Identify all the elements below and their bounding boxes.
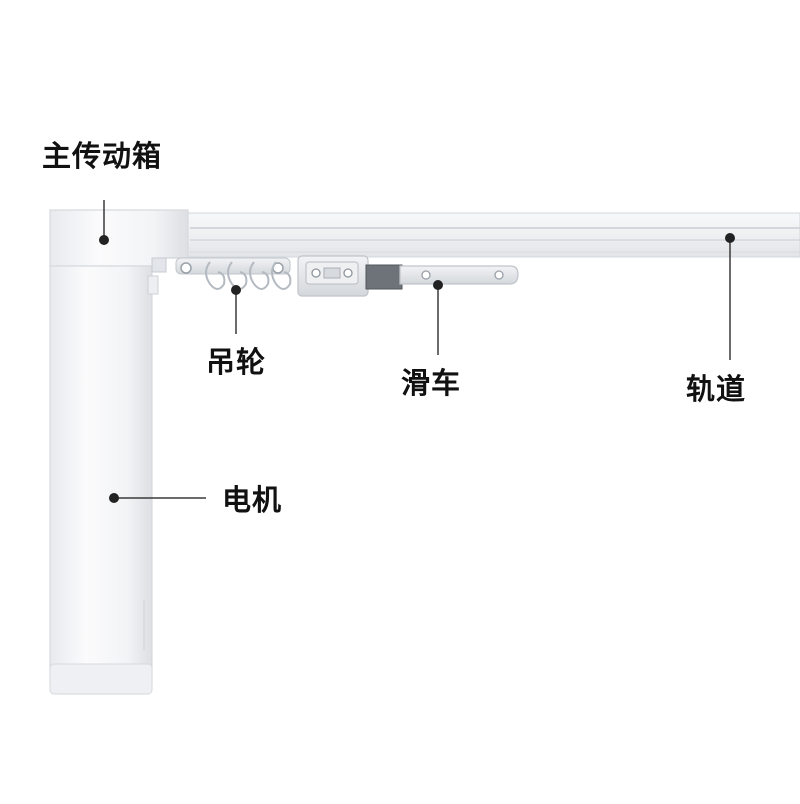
leader-dot — [99, 235, 109, 245]
slider-carriage — [297, 255, 519, 297]
leader-dot — [109, 493, 119, 503]
leader-lines — [99, 200, 735, 503]
hook-wheels — [175, 257, 292, 290]
motor-housing — [49, 265, 153, 695]
leader-dot — [433, 280, 443, 290]
slider-clamp — [365, 264, 403, 290]
label-track: 轨道 — [686, 372, 747, 406]
label-hook-wheels: 吊轮 — [206, 345, 267, 379]
label-slider: 滑车 — [401, 366, 462, 400]
slider-arm — [399, 265, 519, 285]
leader-dot — [231, 285, 241, 295]
label-motor: 电机 — [222, 483, 283, 517]
coupling-bracket — [147, 257, 167, 295]
leader-dot — [725, 233, 735, 243]
label-gearbox: 主传动箱 — [42, 139, 163, 173]
track-rail — [185, 212, 800, 258]
gearbox-housing — [49, 209, 189, 267]
